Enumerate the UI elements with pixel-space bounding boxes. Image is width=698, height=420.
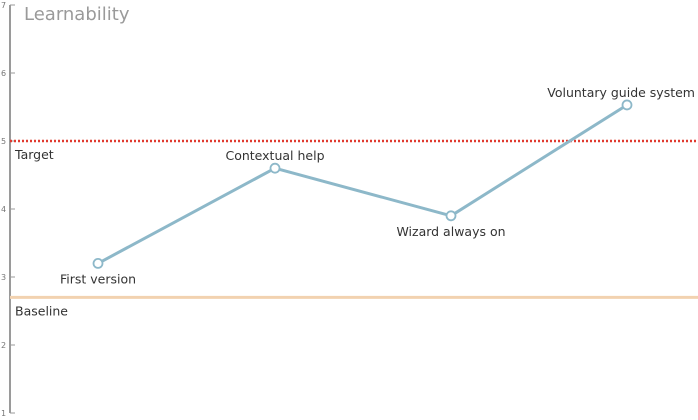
series-line — [97, 103, 628, 265]
y-tick-label: 6 — [1, 69, 6, 78]
data-point — [445, 210, 457, 222]
y-tick-label: 4 — [1, 205, 6, 214]
series — [92, 99, 633, 269]
data-point — [269, 162, 281, 174]
data-point — [621, 99, 633, 111]
point-label: Wizard always on — [396, 224, 505, 239]
y-tick-label: 2 — [1, 341, 6, 350]
point-label: Voluntary guide system — [547, 85, 695, 100]
y-tick-label: 7 — [1, 1, 6, 10]
y-tick-label: 3 — [1, 273, 6, 282]
reference-label-target: Target — [14, 147, 54, 162]
data-point — [92, 257, 104, 269]
point-label: First version — [60, 271, 136, 286]
chart-title: Learnability — [24, 4, 130, 25]
y-axis: 1 2 3 4 5 6 7 — [1, 1, 15, 418]
y-tick-label: 1 — [1, 409, 6, 418]
y-tick-label: 5 — [1, 137, 6, 146]
reference-label-baseline: Baseline — [15, 303, 68, 318]
point-label: Contextual help — [225, 148, 324, 163]
